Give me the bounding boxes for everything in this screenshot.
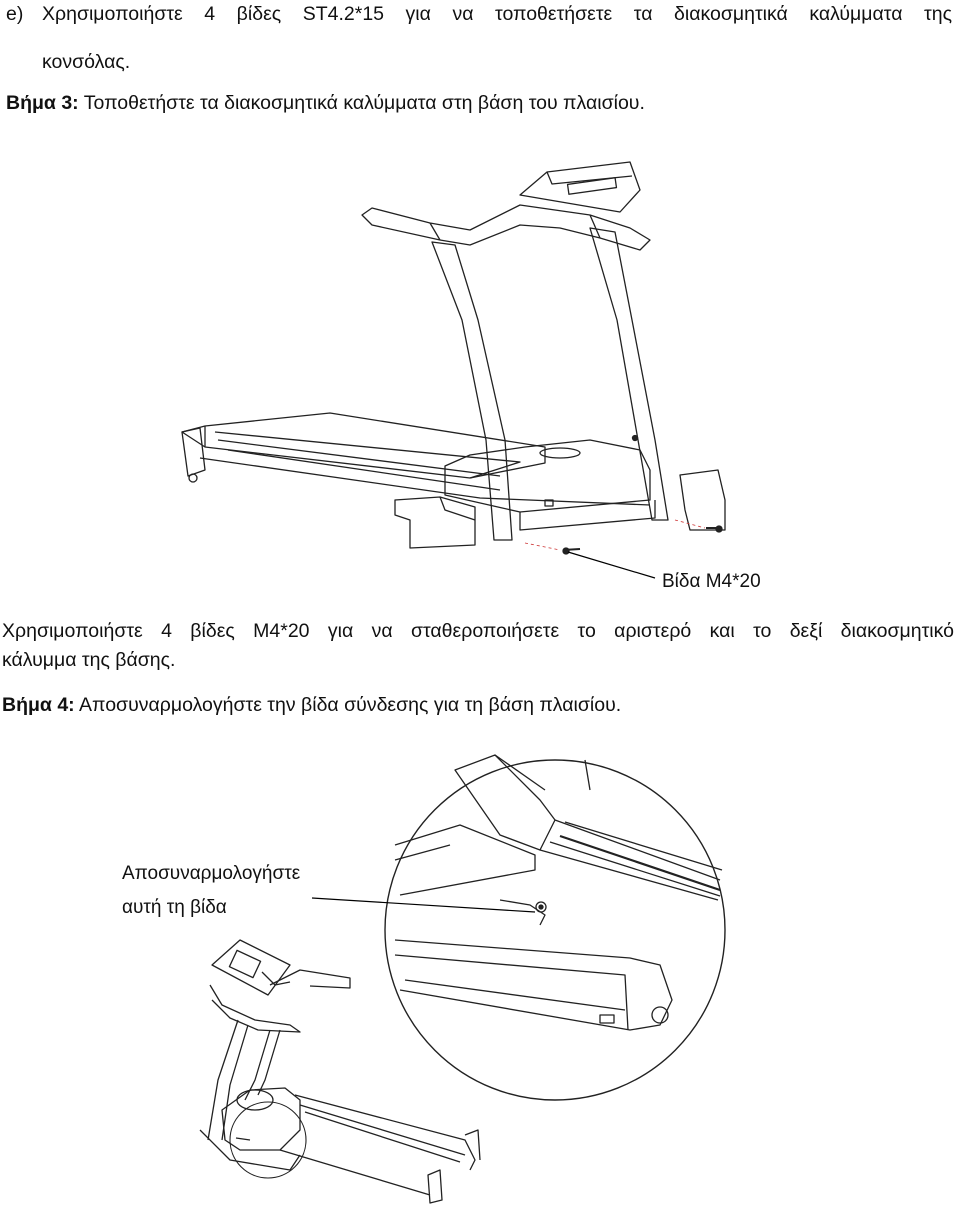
- step4-text: Αποσυναρμολογήστε την βίδα σύνδεσης για …: [74, 694, 622, 716]
- treadmill-figure-top: [181, 161, 726, 579]
- step-e-line1: Χρησιμοποιήστε 4 βίδες ST4.2*15 για να τ…: [42, 3, 952, 25]
- screw-callout-label: Βίδα M4*20: [662, 571, 761, 592]
- instruction-line2: κάλυμμα της βάσης.: [2, 649, 176, 671]
- disassemble-callout-line2: αυτή τη βίδα: [122, 897, 227, 918]
- step3-prefix: Βήμα 3:: [6, 92, 79, 114]
- step3-heading: Βήμα 3: Τοποθετήστε τα διακοσμητικά καλύ…: [6, 91, 645, 115]
- step3-text: Τοποθετήστε τα διακοσμητικά καλύμματα στ…: [78, 92, 645, 114]
- step4-prefix: Βήμα 4:: [2, 694, 75, 716]
- step4-heading: Βήμα 4: Αποσυναρμολογήστε την βίδα σύνδε…: [2, 693, 621, 717]
- step-e-line2: κονσόλας.: [42, 51, 131, 73]
- instruction-line1: Χρησιμοποιήστε 4 βίδες M4*20 για να σταθ…: [2, 620, 954, 642]
- step-e-marker: e): [6, 3, 24, 25]
- disassemble-callout-line1: Αποσυναρμολογήστε: [122, 863, 301, 884]
